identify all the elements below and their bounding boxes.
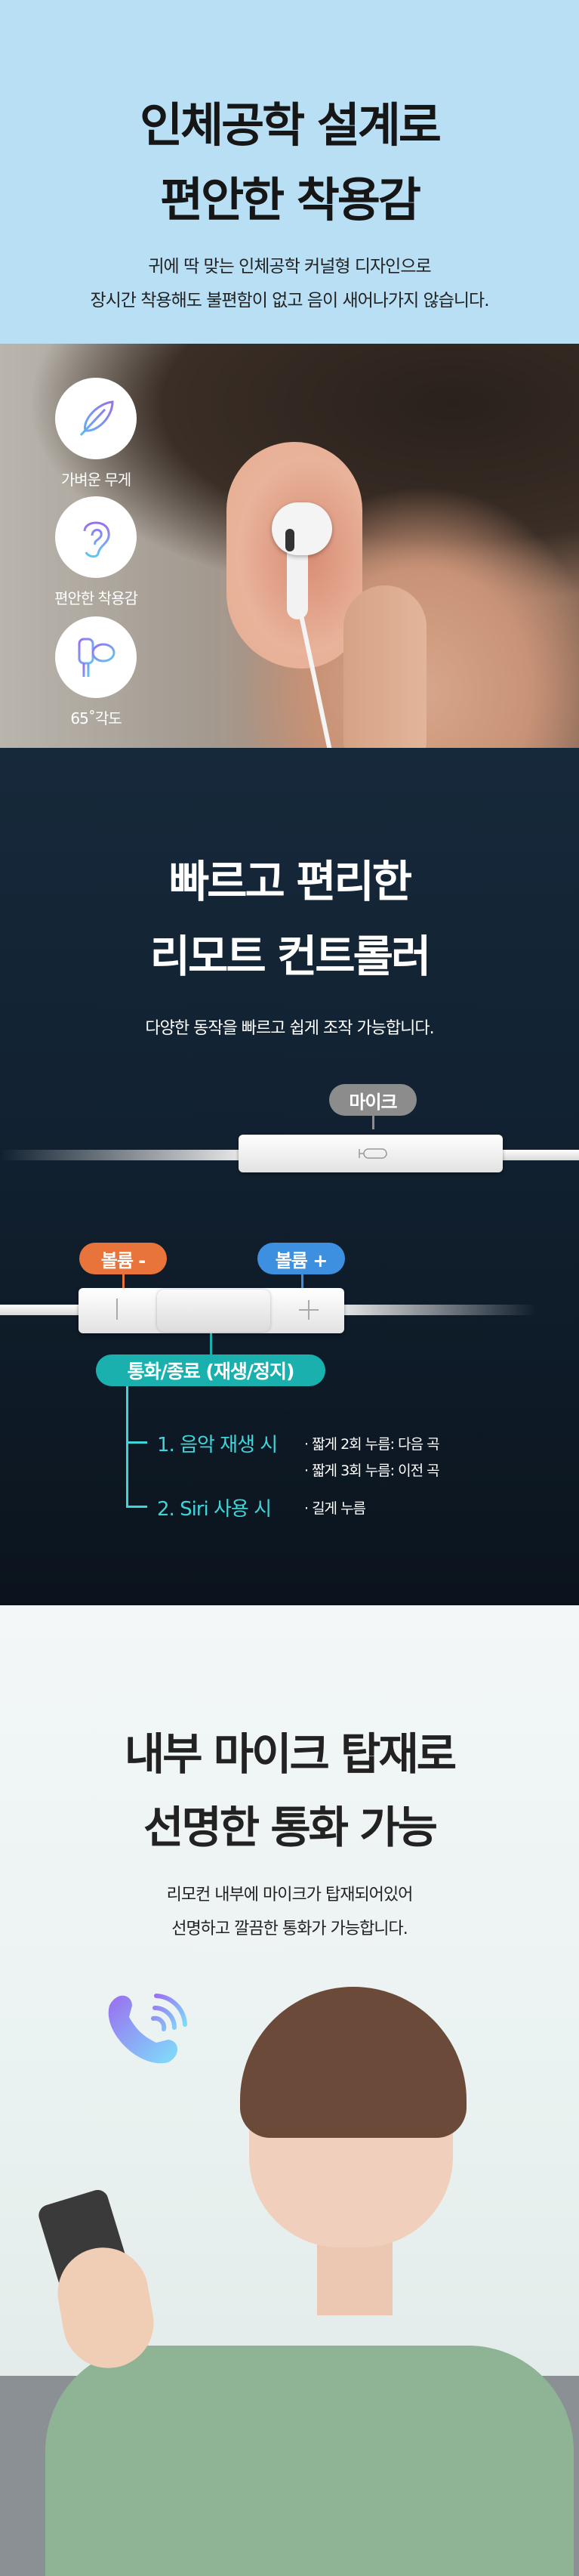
- section-title: 리모트 컨트롤러: [149, 931, 432, 982]
- call-badge: 통화/종료 (재생/정지): [96, 1354, 325, 1386]
- section-subtitle: 리모컨 내부에 마이크가 탑재되어있어: [166, 1886, 414, 1904]
- section-subtitle: 다양한 동작을 빠르고 쉽게 조작 가능합니다.: [145, 1019, 434, 1038]
- mic-badge: 마이크: [329, 1084, 417, 1116]
- cable: [0, 1305, 83, 1315]
- feature-angle: [55, 616, 137, 698]
- volume-up-badge: 볼륨 +: [257, 1243, 345, 1274]
- finger: [343, 585, 427, 748]
- plus-mark-vertical: [308, 1300, 310, 1320]
- cable: [498, 1150, 579, 1160]
- siri-item: · 길게 누름: [304, 1500, 366, 1517]
- mic-pointer: [372, 1116, 374, 1129]
- microphone-section: 내부 마이크 탑재로 선명한 통화 가능 리모컨 내부에 마이크가 탑재되어있어…: [0, 1605, 579, 2576]
- section-title: 내부 마이크 탑재로: [124, 1728, 457, 1780]
- section-title: 편안한 착용감: [160, 172, 421, 227]
- music-heading: 1. 음악 재생 시: [157, 1434, 278, 1456]
- earbud: [272, 502, 332, 555]
- section-subtitle: 선명하고 깔끔한 통화가 가능합니다.: [171, 1920, 408, 1938]
- volume-down-pointer: [122, 1274, 125, 1288]
- remote-control-section: 빠르고 편리한 리모트 컨트롤러 다양한 동작을 빠르고 쉽게 조작 가능합니다…: [0, 748, 579, 1605]
- feature-label: 65˚각도: [70, 709, 122, 727]
- section-subtitle: 귀에 딱 맞는 인체공학 커널형 디자인으로: [148, 257, 431, 276]
- tree-branch: [126, 1506, 147, 1508]
- person-hair: [240, 1987, 467, 2138]
- mic-icon: [359, 1148, 387, 1159]
- volume-down-badge: 볼륨 -: [79, 1243, 167, 1274]
- ear-icon: [83, 521, 110, 558]
- person-cardigan: [45, 2346, 574, 2576]
- tree-line: [126, 1386, 128, 1506]
- section-title: 빠르고 편리한: [168, 856, 412, 907]
- volume-remote: [79, 1288, 344, 1333]
- feature-light-weight: [55, 378, 137, 459]
- section-subtitle: 장시간 착용해도 불편함이 없고 음이 새어나가지 않습니다.: [90, 291, 489, 310]
- ergonomic-section: 인체공학 설계로 편안한 착용감 귀에 딱 맞는 인체공학 커널형 디자인으로 …: [0, 0, 579, 344]
- cable: [340, 1305, 536, 1315]
- tree-branch: [126, 1441, 147, 1444]
- feature-comfort: [55, 496, 137, 578]
- call-button[interactable]: [157, 1290, 270, 1332]
- call-pointer: [210, 1333, 212, 1354]
- cable: [0, 1150, 242, 1160]
- mic-remote: [239, 1135, 503, 1172]
- earbud-angle-icon: [78, 638, 115, 677]
- feature-label: 편안한 착용감: [54, 589, 138, 607]
- ear-closeup-photo: 가벼운 무게 편안한 착용감 65˚각도: [0, 344, 579, 748]
- volume-up-pointer: [301, 1274, 303, 1288]
- feature-label: 가벼운 무게: [60, 471, 131, 489]
- phone-call-icon: [108, 1994, 187, 2064]
- section-title: 선명한 통화 가능: [143, 1802, 438, 1853]
- music-item: · 짧게 3회 누름: 이전 곡: [304, 1463, 440, 1479]
- siri-heading: 2. Siri 사용 시: [157, 1498, 272, 1521]
- music-item: · 짧게 2회 누름: 다음 곡: [304, 1436, 440, 1453]
- minus-mark[interactable]: [116, 1299, 118, 1320]
- section-title: 인체공학 설계로: [140, 97, 442, 153]
- feather-icon: [79, 400, 114, 437]
